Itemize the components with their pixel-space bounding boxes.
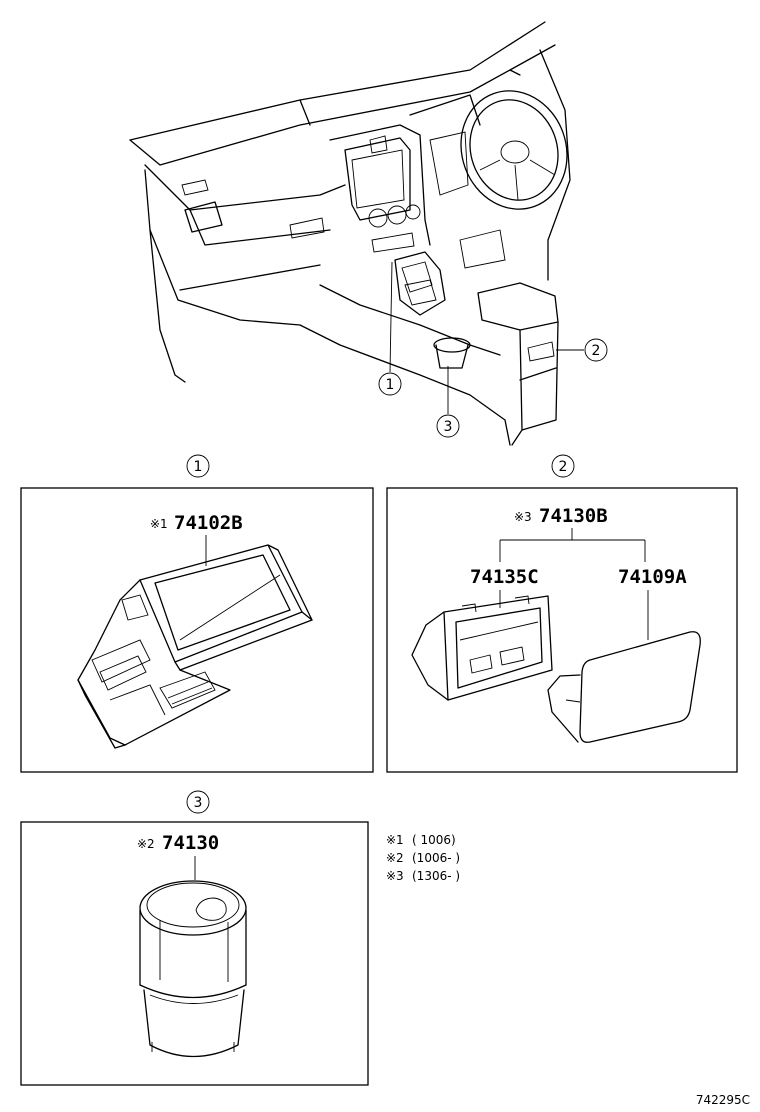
part-2-mark: ※3 (514, 510, 532, 524)
dashboard-illustration (129, 21, 571, 446)
callout-2-panel-label: 2 (559, 459, 568, 475)
callout-1-panel-label: 1 (194, 459, 203, 475)
part-2a-number: 74135C (470, 566, 539, 588)
part-2-number: 74130B (539, 505, 608, 527)
note-1-mark: ※1 (386, 833, 404, 847)
applicability-notes: ※1 ( 1006) ※2 (1006- ) ※3 (1306- ) (386, 833, 460, 883)
part-2b-number: 74109A (618, 566, 687, 588)
part-3-number: 74130 (162, 832, 219, 854)
callout-3-panel-label: 3 (194, 795, 203, 811)
note-2-text: (1006- ) (412, 851, 460, 865)
callout-1-top: 1 (378, 372, 402, 396)
callout-1-panel: 1 (186, 454, 210, 478)
note-3-text: (1306- ) (412, 869, 460, 883)
part-3-mark: ※2 (137, 837, 155, 851)
panel-2-box (386, 487, 738, 773)
panel-3-box (20, 821, 369, 1086)
callout-2-top: 2 (584, 338, 608, 362)
panel-1-box (20, 487, 374, 773)
part-74102B-illustration (77, 544, 313, 749)
callout-2-panel: 2 (551, 454, 575, 478)
callout-3-top-label: 3 (444, 419, 453, 435)
callout-3-top: 3 (436, 414, 460, 438)
note-2-mark: ※2 (386, 851, 404, 865)
note-1-text: ( 1006) (412, 833, 456, 847)
part-74109A-illustration (547, 631, 701, 743)
part-74130-illustration (139, 880, 247, 1058)
part-1-number: 74102B (174, 512, 243, 534)
callout-3-panel: 3 (186, 790, 210, 814)
note-3-mark: ※3 (386, 869, 404, 883)
callout-2-top-label: 2 (592, 343, 601, 359)
illustration-code: 742295C (696, 1093, 750, 1107)
part-1-mark: ※1 (150, 517, 168, 531)
part-74135C-illustration (411, 595, 553, 701)
callout-1-top-label: 1 (386, 377, 395, 393)
